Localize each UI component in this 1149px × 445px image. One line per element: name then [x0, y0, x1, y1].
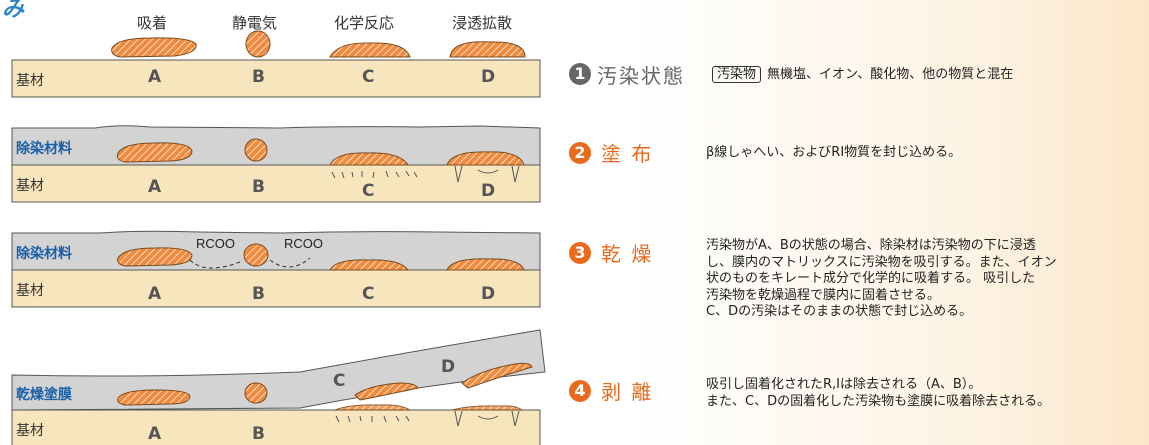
row-2-coating [11, 125, 541, 203]
substrate-layer [11, 59, 541, 98]
substrate-label: 基材 [16, 283, 44, 299]
step-4-title: 剥 離 [601, 380, 654, 404]
step-2-text: β線しゃへい、およびRI物質を封じ込める。 [706, 145, 962, 160]
residue-c [334, 404, 412, 411]
contaminant-b [244, 382, 268, 404]
label-c: C [362, 284, 375, 304]
label-b: B [252, 177, 265, 197]
title-fragment: み [2, 0, 25, 22]
dried-film-label: 乾燥塗膜 [16, 387, 72, 403]
label-d: D [481, 284, 496, 304]
step-3-line-5: C、Dの汚染はそのままの状態で封じ込める。 [706, 304, 973, 319]
row-3-drying: RCOO RCOO [11, 230, 541, 308]
row-4-peeling [11, 329, 546, 445]
contaminant-b [244, 138, 268, 162]
contaminant-a [117, 247, 193, 267]
contaminant-c [329, 42, 411, 58]
substrate-layer [11, 164, 541, 203]
contaminant-c [329, 259, 409, 271]
label-b: B [252, 424, 265, 444]
step-3-line-3: 状のものをキレート成分で化学的に吸着する。 吸引した [706, 271, 1036, 286]
substrate-layer [11, 409, 541, 445]
substrate-label: 基材 [16, 423, 44, 439]
substrate-label: 基材 [16, 178, 44, 194]
contaminant-b [243, 243, 269, 267]
step-1-description: 汚染物無機塩、イオン、酸化物、他の物質と混在 [712, 66, 1014, 84]
process-diagram: み RCOO RCOO [2, 0, 546, 445]
rcoo-label-left: RCOO [196, 236, 235, 251]
label-d: D [481, 181, 496, 201]
step-2-description: β線しゃへい、およびRI物質を封じ込める。 [706, 145, 961, 162]
step-3-line-4: 汚染物を乾燥過程で膜内に固着させる。 [706, 287, 941, 303]
step-3-description: 汚染物がA、Bの状態の場合、除染材は汚染物の下に浸透 し、膜内のマトリックスに汚… [706, 238, 1057, 321]
label-c: C [362, 181, 375, 201]
contaminant-d [446, 258, 525, 271]
label-d: D [441, 357, 456, 377]
row-1-contamination-state [11, 30, 541, 98]
contaminant-c [354, 382, 419, 401]
substrate-label: 基材 [16, 73, 44, 89]
step-4-line-2: また、C、Dの固着化した汚染物も塗膜に吸着除去される。 [706, 393, 1051, 409]
label-a: A [148, 424, 162, 444]
label-a: A [148, 177, 162, 197]
rcoo-label-right: RCOO [284, 236, 323, 251]
step-2-number: 2 [569, 142, 591, 164]
step-4-number: 4 [569, 380, 591, 402]
contaminant-d [461, 362, 533, 389]
contaminant-a [116, 142, 193, 163]
rcoo-bond-right [269, 257, 311, 268]
dried-film [11, 329, 546, 411]
coating-label: 除染材料 [16, 141, 72, 157]
contaminant-tag: 汚染物 [712, 66, 762, 83]
step-1-number: 1 [569, 63, 591, 85]
contaminant-b [245, 30, 271, 58]
contaminant-a [111, 37, 197, 58]
diffusion-marks [454, 165, 520, 183]
penetration-marks [335, 415, 410, 423]
step-1-text: 無機塩、イオン、酸化物、他の物質と混在 [767, 67, 1014, 82]
residue-d [451, 405, 524, 411]
substrate-layer [11, 269, 541, 308]
step-4-line-1: 吸引し固着化されたR,Iは除去される（A、B）。 [706, 377, 982, 392]
step-3-line-2: し、膜内のマトリックスに汚染物を吸引する。また、イオン [706, 254, 1057, 270]
step-4-description: 吸引し固着化されたR,Iは除去される（A、B）。 また、C、Dの固着化した汚染物… [706, 377, 1050, 410]
rcoo-bond-left [189, 259, 241, 269]
contaminant-c [329, 152, 409, 166]
label-a: A [148, 67, 162, 87]
label-b: B [252, 67, 265, 87]
column-header-adsorption: 吸着 [137, 14, 168, 32]
step-2-title: 塗 布 [601, 142, 654, 166]
penetration-marks [331, 170, 418, 179]
label-c: C [362, 67, 375, 87]
column-header-chemical: 化学反応 [334, 14, 395, 32]
label-b: B [252, 284, 265, 304]
diffusion-marks [454, 410, 520, 427]
label-d: D [481, 67, 496, 87]
step-3-line-1: 汚染物がA、Bの状態の場合、除染材は汚染物の下に浸透 [706, 238, 1036, 253]
contaminant-d [449, 41, 526, 58]
label-c: C [333, 371, 346, 391]
coating-label: 除染材料 [16, 246, 72, 262]
step-3-number: 3 [569, 242, 591, 264]
contaminant-a [117, 389, 191, 406]
column-header-diffusion: 浸透拡散 [452, 14, 513, 32]
step-3-title: 乾 燥 [601, 242, 654, 266]
step-1-title: 汚染状態 [597, 64, 685, 88]
column-header-static: 静電気 [232, 14, 278, 32]
label-a: A [148, 284, 162, 304]
contaminant-d [446, 151, 525, 166]
